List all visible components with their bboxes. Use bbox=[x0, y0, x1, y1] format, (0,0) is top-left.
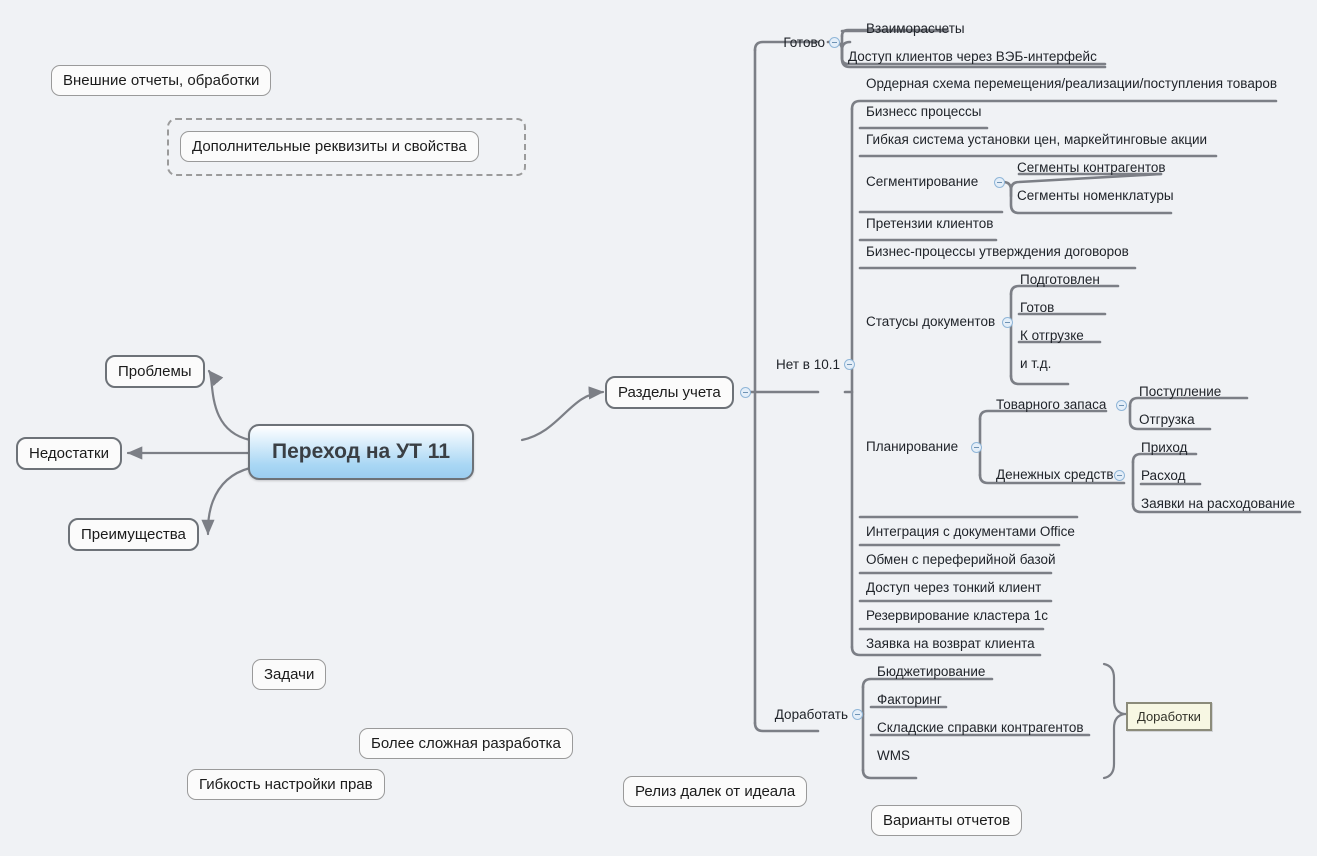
collapse-toggle-accounting-sections[interactable] bbox=[740, 387, 751, 398]
collapse-toggle-stock-planning[interactable] bbox=[1116, 400, 1127, 411]
root-node[interactable]: Переход на УТ 11 bbox=[248, 424, 474, 480]
note-tasks[interactable]: Задачи bbox=[252, 659, 327, 690]
group-label-not-in-101[interactable]: Нет в 10.1 bbox=[776, 357, 840, 372]
collapse-toggle-planning[interactable] bbox=[971, 442, 982, 453]
leaf-mutual-settlements[interactable]: Взаиморасчеты bbox=[866, 21, 965, 36]
note-external-reports[interactable]: Внешние отчеты, обработки bbox=[51, 65, 272, 96]
note-release-far-from-ideal[interactable]: Релиз далек от идеала bbox=[623, 776, 808, 807]
branch-shortcomings[interactable]: Недостатки bbox=[16, 437, 122, 470]
leaf-peripheral-exchange[interactable]: Обмен с переферийной базой bbox=[866, 552, 1056, 567]
node-document-statuses[interactable]: Статусы документов bbox=[866, 314, 996, 329]
leaf-business-processes[interactable]: Бизнесс процессы bbox=[866, 104, 982, 119]
leaf-cluster-redundancy[interactable]: Резервирование кластера 1с bbox=[866, 608, 1048, 623]
leaf-cash-out[interactable]: Расход bbox=[1141, 468, 1186, 483]
branch-advantages[interactable]: Преимущества bbox=[68, 518, 199, 551]
note-more-complex-development[interactable]: Более сложная разработка bbox=[359, 728, 573, 759]
collapse-toggle-cash-planning[interactable] bbox=[1114, 470, 1125, 481]
leaf-status-ready[interactable]: Готов bbox=[1020, 300, 1055, 315]
leaf-spend-requests[interactable]: Заявки на расходование bbox=[1141, 496, 1296, 511]
leaf-factoring[interactable]: Факторинг bbox=[877, 692, 942, 707]
leaf-client-claims[interactable]: Претензии клиентов bbox=[866, 216, 994, 231]
collapse-toggle-to-improve[interactable] bbox=[852, 709, 863, 720]
leaf-wms[interactable]: WMS bbox=[877, 748, 910, 763]
callout-improvements[interactable]: Доработки bbox=[1126, 702, 1212, 731]
leaf-cash-in[interactable]: Приход bbox=[1141, 440, 1188, 455]
branch-accounting-sections[interactable]: Разделы учета bbox=[605, 376, 734, 409]
branch-problems[interactable]: Проблемы bbox=[105, 355, 205, 388]
leaf-office-integration[interactable]: Интеграция с документами Office bbox=[866, 524, 1075, 539]
collapse-toggle-segmentation[interactable] bbox=[994, 177, 1005, 188]
node-segmentation[interactable]: Сегментирование bbox=[866, 174, 979, 189]
leaf-status-prepared[interactable]: Подготовлен bbox=[1020, 272, 1100, 287]
group-label-ready[interactable]: Готово bbox=[783, 35, 825, 50]
leaf-contract-approval-bp[interactable]: Бизнес-процессы утверждения договоров bbox=[866, 244, 1129, 259]
leaf-status-etc[interactable]: и т.д. bbox=[1020, 356, 1052, 371]
leaf-warehouse-certificates[interactable]: Складские справки контрагентов bbox=[877, 720, 1084, 735]
leaf-counterparty-segments[interactable]: Сегменты контрагентов bbox=[1017, 160, 1166, 175]
collapse-toggle-not-in-101[interactable] bbox=[844, 359, 855, 370]
node-stock-planning[interactable]: Товарного запаса bbox=[996, 397, 1107, 412]
leaf-order-scheme[interactable]: Ордерная схема перемещения/реализации/по… bbox=[866, 76, 1278, 91]
leaf-budgeting[interactable]: Бюджетирование bbox=[877, 664, 986, 679]
note-rights-flexibility[interactable]: Гибкость настройки прав bbox=[187, 769, 385, 800]
collapse-toggle-ready[interactable] bbox=[829, 37, 840, 48]
leaf-shipment[interactable]: Отгрузка bbox=[1139, 412, 1195, 427]
leaf-nomenclature-segments[interactable]: Сегменты номенклатуры bbox=[1017, 188, 1174, 203]
note-additional-attributes[interactable]: Дополнительные реквизиты и свойства bbox=[180, 131, 479, 162]
leaf-client-return-request[interactable]: Заявка на возврат клиента bbox=[866, 636, 1035, 651]
leaf-status-to-ship[interactable]: К отгрузке bbox=[1020, 328, 1084, 343]
leaf-receipt[interactable]: Поступление bbox=[1139, 384, 1222, 399]
selection-outline bbox=[167, 118, 526, 176]
leaf-flexible-pricing[interactable]: Гибкая система установки цен, маркейтинг… bbox=[866, 132, 1208, 147]
group-label-to-improve[interactable]: Доработать bbox=[774, 707, 848, 722]
note-report-variants[interactable]: Варианты отчетов bbox=[871, 805, 1023, 836]
node-cash-planning[interactable]: Денежных средств bbox=[996, 467, 1114, 482]
collapse-toggle-document-statuses[interactable] bbox=[1002, 317, 1013, 328]
leaf-web-client-access[interactable]: Доступ клиентов через ВЭБ-интерфейс bbox=[848, 49, 1097, 64]
leaf-thin-client-access[interactable]: Доступ через тонкий клиент bbox=[866, 580, 1042, 595]
node-planning[interactable]: Планирование bbox=[866, 439, 959, 454]
